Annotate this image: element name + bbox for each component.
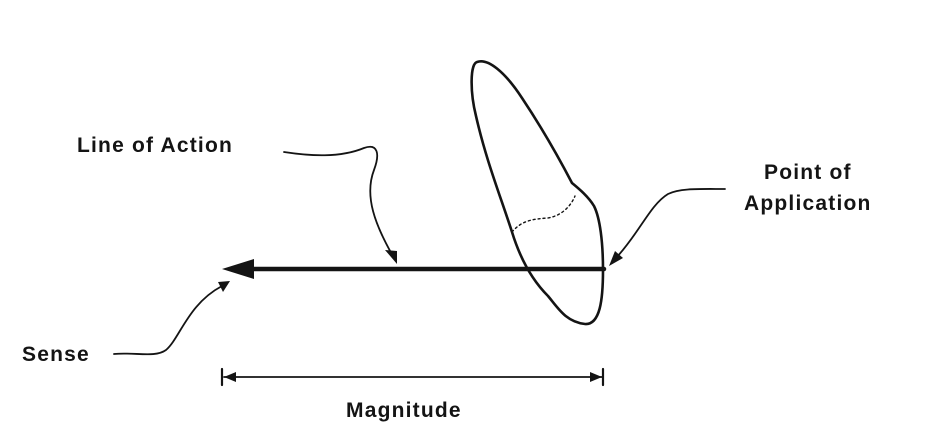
sense-leader [113, 285, 223, 356]
tooth-outline [470, 60, 605, 326]
line-of-action-leader [283, 145, 395, 259]
magnitude-left-arrowhead [224, 372, 236, 382]
label-application: Application [744, 192, 872, 215]
force-vector-arrowhead [222, 259, 254, 279]
point-of-application-leader-arrowhead [609, 251, 623, 266]
line-of-action-leader-arrowhead [385, 250, 397, 264]
label-line-of-action: Line of Action [77, 134, 233, 157]
label-sense: Sense [22, 343, 90, 366]
label-magnitude: Magnitude [346, 399, 462, 422]
magnitude-right-arrowhead [590, 372, 602, 382]
tooth-cej-dotted-line [511, 195, 576, 233]
sense-leader-arrowhead [218, 281, 230, 292]
label-point-of: Point of [764, 161, 852, 184]
point-of-application-leader [615, 188, 726, 259]
